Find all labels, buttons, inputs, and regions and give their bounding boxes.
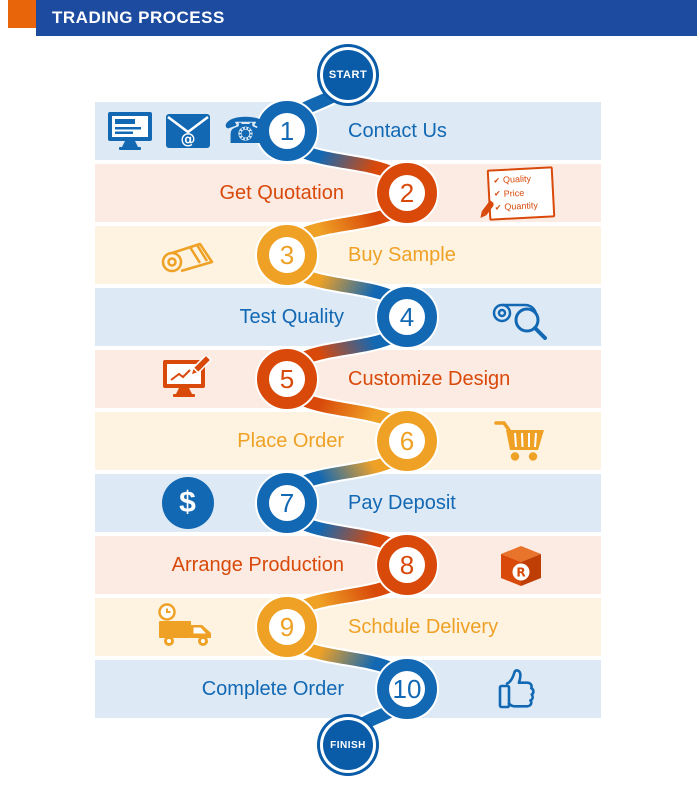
thumbs-up-icon bbox=[498, 669, 535, 709]
step-7-icons: $ bbox=[100, 477, 275, 529]
step-5-icons bbox=[100, 354, 275, 404]
pencil-icon bbox=[189, 356, 212, 377]
delivery-truck-icon bbox=[157, 603, 211, 646]
start-label: START bbox=[328, 69, 368, 81]
checklist-item: ✔Quantity bbox=[494, 198, 549, 214]
step-5-label: Customize Design bbox=[348, 368, 511, 390]
fabric-sample-icon bbox=[161, 242, 213, 273]
at-glyph: @ bbox=[181, 130, 196, 148]
monitor-icon bbox=[108, 112, 153, 150]
step-10-number: 10 bbox=[392, 673, 422, 704]
step-9-number: 9 bbox=[279, 611, 295, 642]
step-4-number: 4 bbox=[399, 301, 415, 332]
magnifier-fabric-icon bbox=[492, 303, 547, 340]
step-3-icons bbox=[100, 230, 275, 280]
email-icon: @ bbox=[166, 114, 211, 148]
check-icon: ✔ bbox=[494, 202, 502, 212]
step-8-label: Arrange Production bbox=[171, 554, 344, 576]
page-title: TRADING PROCESS bbox=[52, 8, 225, 27]
quotation-checklist-icon: ✔Quality ✔Price ✔Quantity bbox=[480, 166, 556, 220]
step-10-label: Complete Order bbox=[201, 678, 344, 700]
step-3-label: Buy Sample bbox=[348, 244, 456, 266]
step-8-badge: 8 bbox=[377, 535, 437, 595]
checklist-item-label: Quantity bbox=[504, 199, 539, 212]
step-2-badge: 2 bbox=[377, 163, 437, 223]
start-node: START bbox=[323, 50, 373, 100]
step-5-number: 5 bbox=[279, 363, 295, 394]
step-3-badge: 3 bbox=[257, 225, 317, 285]
step-2-label: Get Quotation bbox=[219, 182, 344, 204]
step-10-badge: 10 bbox=[377, 659, 437, 719]
step-1-icons: @ ☎ bbox=[100, 106, 275, 156]
dollar-coin-icon: $ bbox=[161, 477, 214, 529]
step-9-icons bbox=[100, 602, 275, 652]
step-6-label: Place Order bbox=[237, 430, 344, 452]
step-1-badge: 1 bbox=[257, 101, 317, 161]
step-6-badge: 6 bbox=[377, 411, 437, 471]
step-4-icons bbox=[453, 292, 589, 342]
checklist-item-label: Quality bbox=[502, 173, 532, 185]
production-box-icon: R bbox=[501, 546, 541, 586]
step-4-badge: 4 bbox=[377, 287, 437, 347]
step-8-icons: R bbox=[453, 540, 589, 590]
step-3-number: 3 bbox=[279, 239, 295, 270]
row-band-3 bbox=[95, 226, 601, 284]
header-accent-square bbox=[8, 0, 36, 28]
step-10-icons bbox=[453, 664, 589, 714]
pen-icon bbox=[480, 199, 495, 218]
step-2-number: 2 bbox=[399, 177, 415, 208]
design-monitor-icon bbox=[162, 356, 212, 397]
step-1-label: Contact Us bbox=[348, 120, 447, 142]
check-icon: ✔ bbox=[493, 175, 501, 185]
dollar-glyph: $ bbox=[179, 486, 196, 519]
step-6-number: 6 bbox=[399, 425, 415, 456]
step-6-icons bbox=[453, 416, 589, 466]
phone-icon: ☎ bbox=[223, 110, 268, 151]
step-8-number: 8 bbox=[399, 549, 415, 580]
step-1-number: 1 bbox=[279, 115, 295, 146]
shopping-cart-icon bbox=[494, 421, 544, 461]
step-2-icons: ✔Quality ✔Price ✔Quantity bbox=[453, 166, 589, 220]
check-icon: ✔ bbox=[493, 189, 501, 199]
step-4-label: Test Quality bbox=[239, 306, 344, 328]
finish-node: FINISH bbox=[323, 720, 373, 770]
step-7-number: 7 bbox=[279, 487, 295, 518]
checklist-item-label: Price bbox=[503, 187, 525, 199]
step-7-label: Pay Deposit bbox=[348, 492, 456, 514]
header-bar: TRADING PROCESS bbox=[36, 0, 697, 36]
step-9-label: Schdule Delivery bbox=[348, 616, 499, 638]
box-logo-letter: R bbox=[516, 566, 525, 580]
finish-label: FINISH bbox=[330, 739, 366, 751]
